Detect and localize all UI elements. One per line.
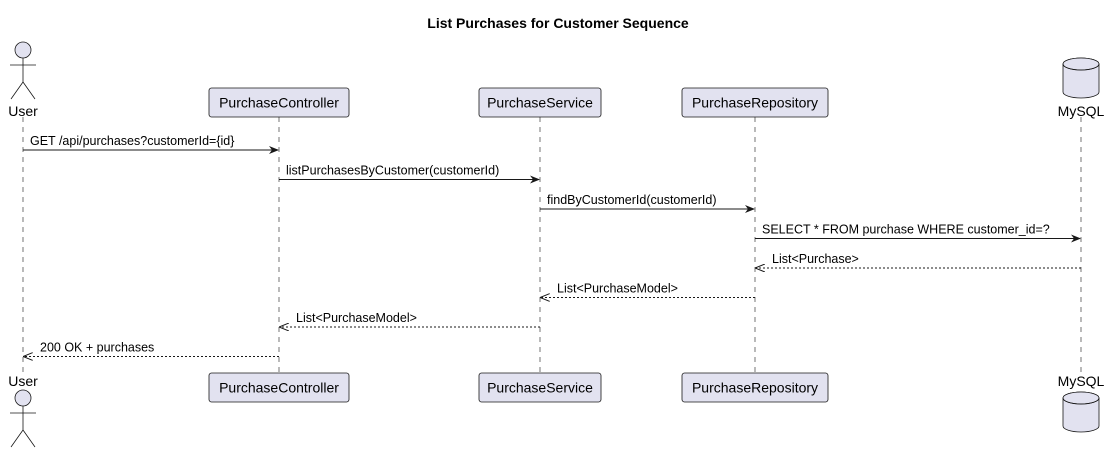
- message-label: List<Purchase>: [772, 252, 859, 266]
- participant-label: User: [8, 373, 38, 389]
- message-label: List<PurchaseModel>: [557, 282, 678, 296]
- message-4: SELECT * FROM purchase WHERE customer_id…: [755, 223, 1081, 243]
- participant-label: PurchaseRepository: [692, 380, 818, 396]
- message-label: SELECT * FROM purchase WHERE customer_id…: [762, 223, 1050, 237]
- participant-box: [681, 87, 829, 118]
- message-1: GET /api/purchases?customerId={id}: [23, 134, 279, 154]
- participant-label: User: [8, 103, 38, 119]
- database-icon: [1062, 57, 1100, 99]
- message-label: listPurchasesByCustomer(customerId): [286, 164, 499, 178]
- participant-label: PurchaseController: [219, 95, 339, 111]
- participant-label: PurchaseRepository: [692, 95, 818, 111]
- message-8: 200 OK + purchases: [24, 341, 279, 357]
- participant-label: PurchaseService: [487, 380, 593, 396]
- message-5: List<Purchase>: [756, 252, 1081, 268]
- participant-box: [208, 87, 350, 118]
- participant-purchaserepository-bottom: PurchaseRepository: [681, 372, 829, 403]
- participant-box: [681, 372, 829, 403]
- actor-icon: [10, 389, 36, 448]
- participant-box: [208, 372, 350, 403]
- message-label: List<PurchaseModel>: [296, 311, 417, 325]
- participant-purchaseservice-top: PurchaseService: [478, 87, 602, 118]
- message-3: findByCustomerId(customerId): [540, 193, 755, 213]
- actor-icon: [10, 41, 36, 100]
- participant-purchaseservice-bottom: PurchaseService: [478, 372, 602, 403]
- database-icon: [1062, 391, 1100, 433]
- message-7: List<PurchaseModel>: [280, 311, 540, 327]
- actor-user-top: User: [8, 41, 38, 119]
- message-6: List<PurchaseModel>: [541, 282, 755, 298]
- message-label: findByCustomerId(customerId): [547, 193, 717, 207]
- message-label: 200 OK + purchases: [40, 341, 154, 355]
- participant-box: [478, 372, 602, 403]
- participant-label: MySQL: [1058, 373, 1105, 389]
- participant-purchasecontroller-top: PurchaseController: [208, 87, 350, 118]
- diagram-title: List Purchases for Customer Sequence: [427, 15, 689, 31]
- participant-label: MySQL: [1058, 103, 1105, 119]
- database-mysql-top: MySQL: [1058, 57, 1105, 119]
- participant-box: [478, 87, 602, 118]
- participant-label: PurchaseController: [219, 380, 339, 396]
- participant-purchaserepository-top: PurchaseRepository: [681, 87, 829, 118]
- participant-purchasecontroller-bottom: PurchaseController: [208, 372, 350, 403]
- actor-user-bottom: User: [8, 373, 38, 448]
- message-2: listPurchasesByCustomer(customerId): [279, 164, 540, 184]
- database-mysql-bottom: MySQL: [1058, 373, 1105, 433]
- message-label: GET /api/purchases?customerId={id}: [30, 134, 234, 148]
- participant-label: PurchaseService: [487, 95, 593, 111]
